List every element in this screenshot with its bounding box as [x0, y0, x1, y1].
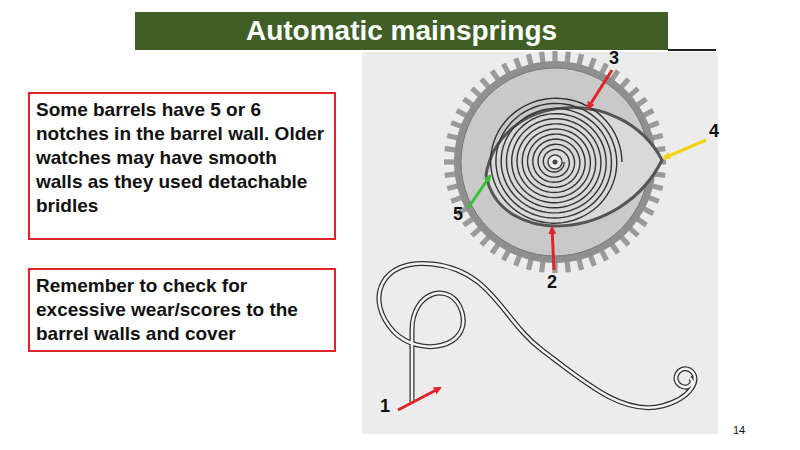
callout-number: 1 — [380, 396, 390, 417]
pointer-arrow — [664, 140, 706, 158]
page-number: 14 — [733, 424, 745, 436]
callout-number: 4 — [709, 121, 719, 142]
arbor — [548, 155, 562, 169]
gear-teeth — [444, 51, 666, 273]
pointer-arrow — [552, 228, 554, 270]
note-box: Remember to check for excessive wear/sco… — [28, 268, 336, 352]
title-band: Automatic mainsprings — [135, 12, 668, 50]
pointer-arrow — [588, 70, 612, 108]
pointer-arrow — [468, 176, 490, 208]
picture-ground — [362, 52, 718, 434]
callout-number: 3 — [609, 48, 619, 69]
arbor-hole — [553, 160, 558, 165]
callout-number: 5 — [453, 204, 463, 225]
title-rule — [668, 49, 716, 51]
free-mainspring-inner — [379, 263, 695, 407]
callout-number: 2 — [547, 272, 557, 293]
note-text: Remember to check for excessive wear/sco… — [36, 274, 328, 346]
slide-title: Automatic mainsprings — [246, 15, 557, 47]
note-box: Some barrels have 5 or 6 notches in the … — [28, 92, 336, 240]
note-text: Some barrels have 5 or 6 notches in the … — [36, 98, 328, 218]
mainspring-coil — [491, 98, 622, 223]
pointer-arrow — [398, 388, 440, 410]
free-mainspring — [379, 263, 695, 407]
